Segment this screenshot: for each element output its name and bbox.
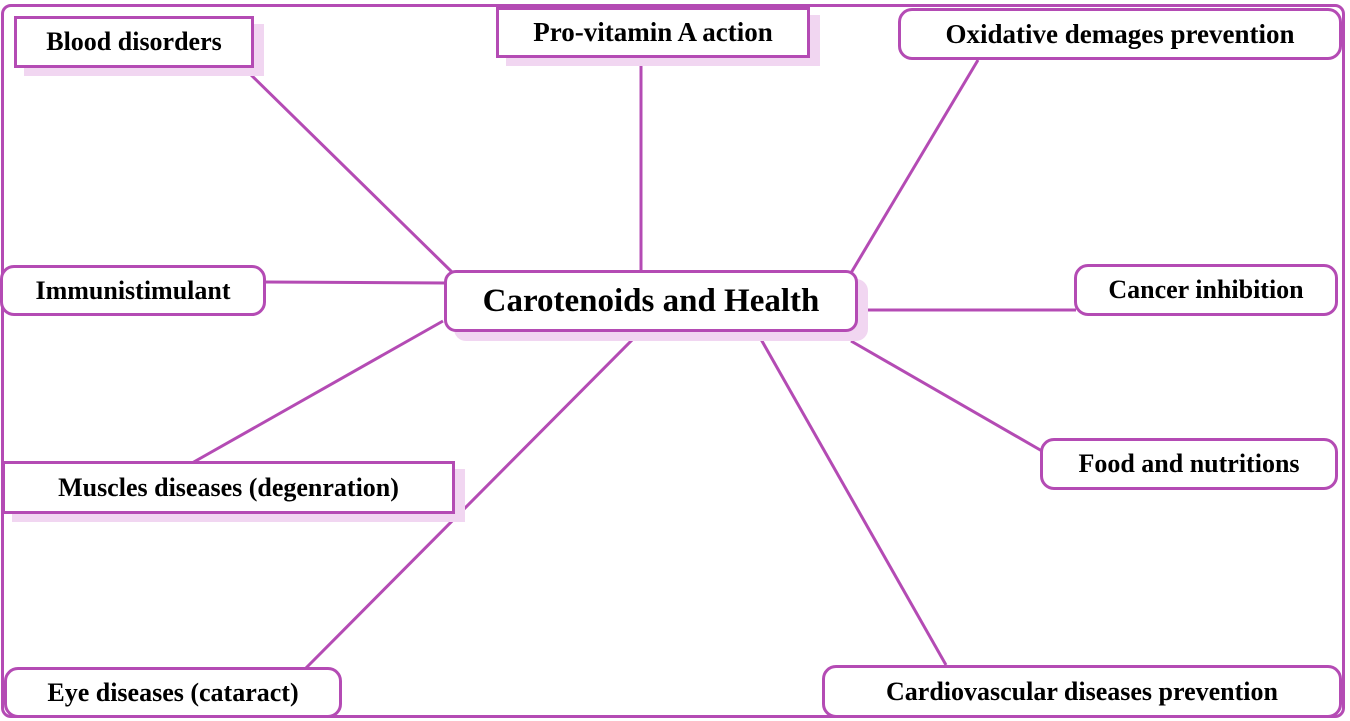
node-label: Oxidative demages prevention xyxy=(945,18,1295,49)
node-label: Blood disorders xyxy=(46,27,222,56)
node-label: Immunistimulant xyxy=(35,275,231,305)
link-cardio xyxy=(752,326,948,666)
node-immunistimulant: Immunistimulant xyxy=(0,265,266,316)
node-muscles-diseases: Muscles diseases (degenration) xyxy=(2,461,455,514)
node-label: Cancer inhibition xyxy=(1108,275,1304,304)
outer-frame xyxy=(1,4,1345,718)
link-blood xyxy=(242,66,458,278)
node-label: Pro-vitamin A action xyxy=(533,17,773,47)
node-label: Muscles diseases (degenration) xyxy=(58,472,399,502)
node-label: Food and nutritions xyxy=(1078,449,1300,478)
node-pro-vitamin-a: Pro-vitamin A action xyxy=(496,7,810,58)
link-muscles xyxy=(191,319,444,465)
center-label: Carotenoids and Health xyxy=(482,282,820,319)
node-oxidative-prevention: Oxidative demages prevention xyxy=(898,8,1342,60)
node-blood-disorders: Blood disorders xyxy=(14,16,254,68)
node-cardiovascular-prevention: Cardiovascular diseases prevention xyxy=(822,665,1342,718)
node-label: Eye diseases (cataract) xyxy=(47,677,299,707)
node-cancer-inhibition: Cancer inhibition xyxy=(1074,264,1338,316)
node-food-nutritions: Food and nutritions xyxy=(1040,438,1338,490)
link-food xyxy=(850,339,1043,453)
center-node: Carotenoids and Health xyxy=(444,270,858,332)
node-eye-diseases: Eye diseases (cataract) xyxy=(4,667,342,718)
link-immuno xyxy=(263,280,448,285)
node-label: Cardiovascular diseases prevention xyxy=(886,676,1278,706)
link-eye xyxy=(303,331,641,671)
link-oxidative xyxy=(846,59,980,279)
